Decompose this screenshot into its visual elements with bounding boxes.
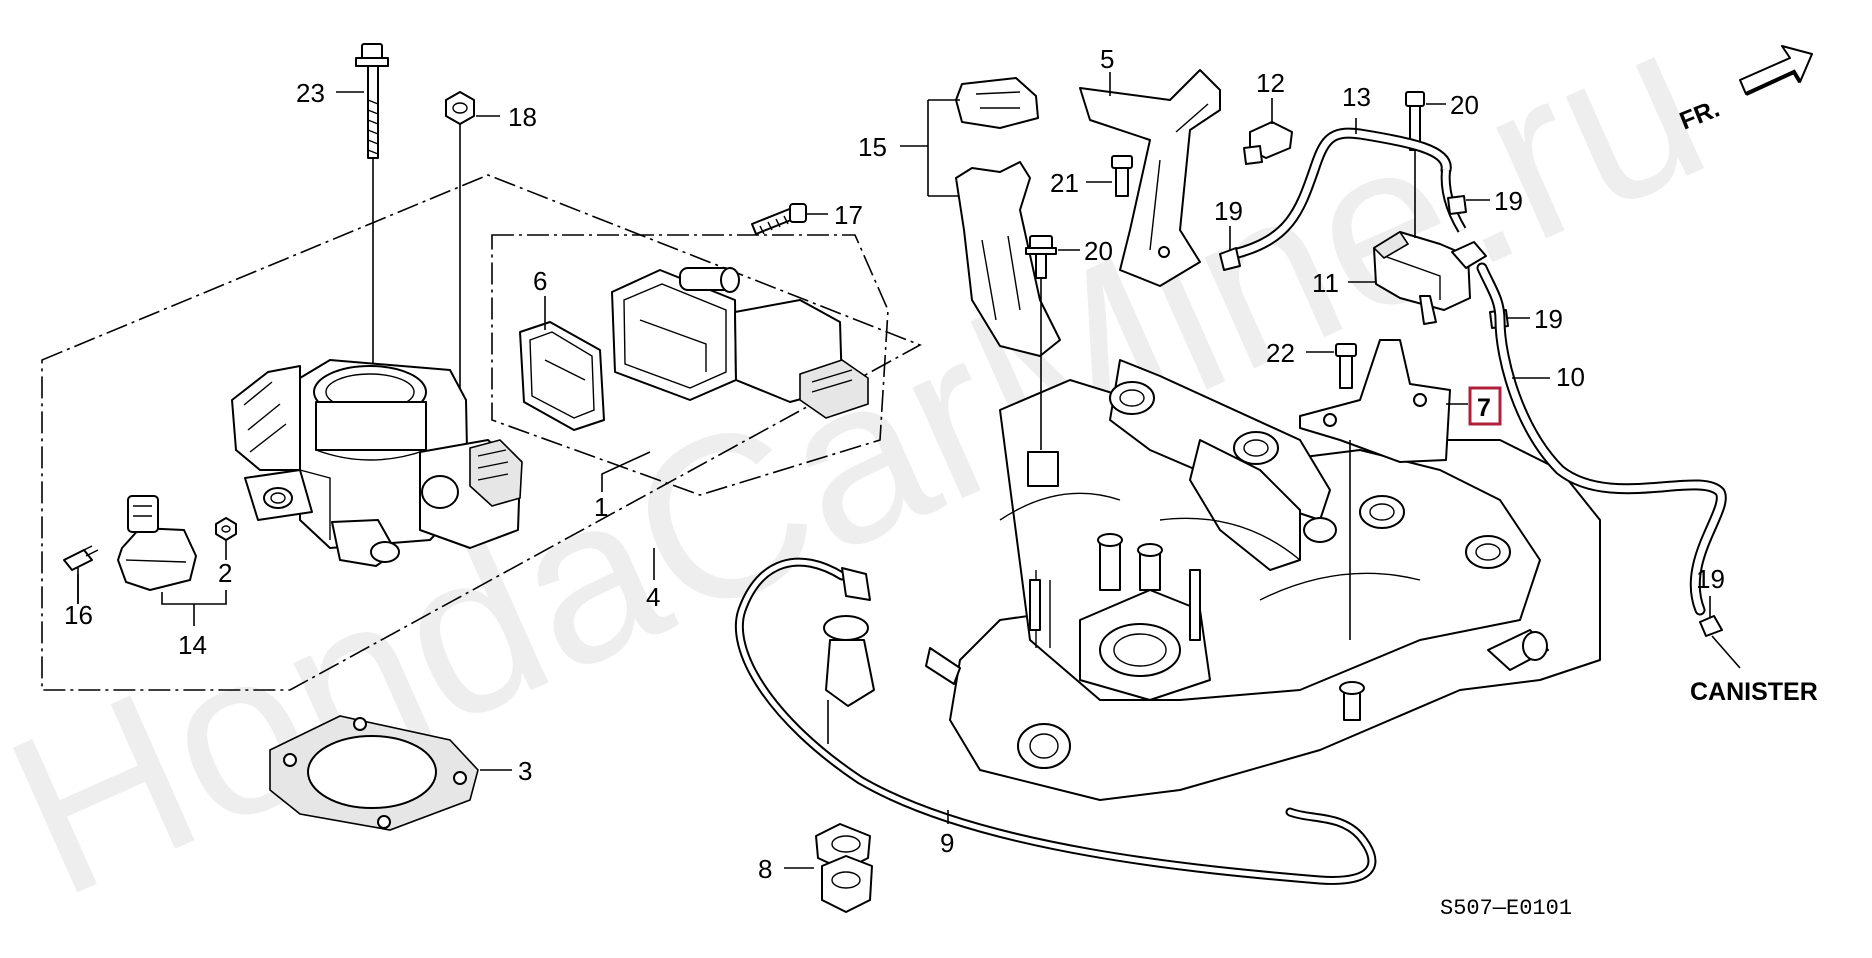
nut-18 xyxy=(445,91,475,440)
callout-5: 5 xyxy=(1100,44,1114,74)
callout-22: 22 xyxy=(1266,338,1295,368)
group-1-outline xyxy=(491,234,889,496)
callout-18: 18 xyxy=(508,102,537,132)
iacv-gasket-6 xyxy=(519,321,605,431)
callout-19-a: 19 xyxy=(1214,196,1243,226)
group-4-outline xyxy=(41,174,922,691)
bolt-20-center xyxy=(1025,235,1057,450)
throttle-body xyxy=(231,359,523,567)
hose-clamp-19-b xyxy=(1447,195,1467,215)
hose-10 xyxy=(1476,262,1741,669)
bolt-21 xyxy=(1111,155,1133,197)
callout-19-d: 19 xyxy=(1696,564,1725,594)
callout-15: 15 xyxy=(858,132,887,162)
leader-14 xyxy=(161,590,227,626)
callout-17: 17 xyxy=(834,200,863,230)
hose-9 xyxy=(734,557,1377,885)
fuel-pressure-regulator xyxy=(823,615,961,744)
nut-2 xyxy=(215,517,237,541)
callout-12: 12 xyxy=(1256,68,1285,98)
bolt-22 xyxy=(1335,343,1357,389)
leader-15 xyxy=(900,99,960,197)
screw-16 xyxy=(63,545,99,604)
throttle-position-sensor-14 xyxy=(117,495,197,591)
callout-20-center: 20 xyxy=(1084,236,1113,266)
hose-clip-8 xyxy=(815,823,873,913)
screw-17 xyxy=(751,203,807,235)
leader-1 xyxy=(601,451,651,492)
callout-14: 14 xyxy=(178,630,207,660)
callout-3: 3 xyxy=(518,756,532,786)
bolt-20-right xyxy=(1405,91,1425,238)
hose-clamp-19-d xyxy=(1699,615,1723,637)
bracket-15 xyxy=(955,77,1061,357)
front-direction-arrow xyxy=(1739,45,1813,96)
figure-code: S507—E0101 xyxy=(1440,896,1572,921)
callout-7-highlight[interactable]: 7 xyxy=(1468,386,1502,426)
throttle-body-gasket-3 xyxy=(269,715,479,831)
callout-7[interactable]: 7 xyxy=(1477,394,1491,422)
purge-solenoid-valve-11 xyxy=(1372,230,1487,325)
callout-2: 2 xyxy=(218,558,232,588)
callout-1: 1 xyxy=(594,492,608,522)
callout-9: 9 xyxy=(940,828,954,858)
callout-6: 6 xyxy=(533,266,547,296)
callout-4: 4 xyxy=(646,582,660,612)
idle-air-control-valve xyxy=(611,267,869,419)
callout-19-b: 19 xyxy=(1494,186,1523,216)
bracket-5 xyxy=(1079,69,1221,287)
callout-10: 10 xyxy=(1556,362,1585,392)
callout-16: 16 xyxy=(64,600,93,630)
canister-label: CANISTER xyxy=(1690,678,1818,706)
callout-13: 13 xyxy=(1342,82,1371,112)
solenoid-bracket-7 xyxy=(1299,339,1451,640)
intake-manifold xyxy=(949,359,1601,801)
callout-11: 11 xyxy=(1312,268,1339,298)
clip-12 xyxy=(1243,121,1293,165)
callout-21: 21 xyxy=(1050,168,1079,198)
callout-23: 23 xyxy=(296,78,325,108)
callout-19-c: 19 xyxy=(1534,304,1563,334)
callout-20-right: 20 xyxy=(1450,90,1479,120)
callout-8: 8 xyxy=(758,854,772,884)
